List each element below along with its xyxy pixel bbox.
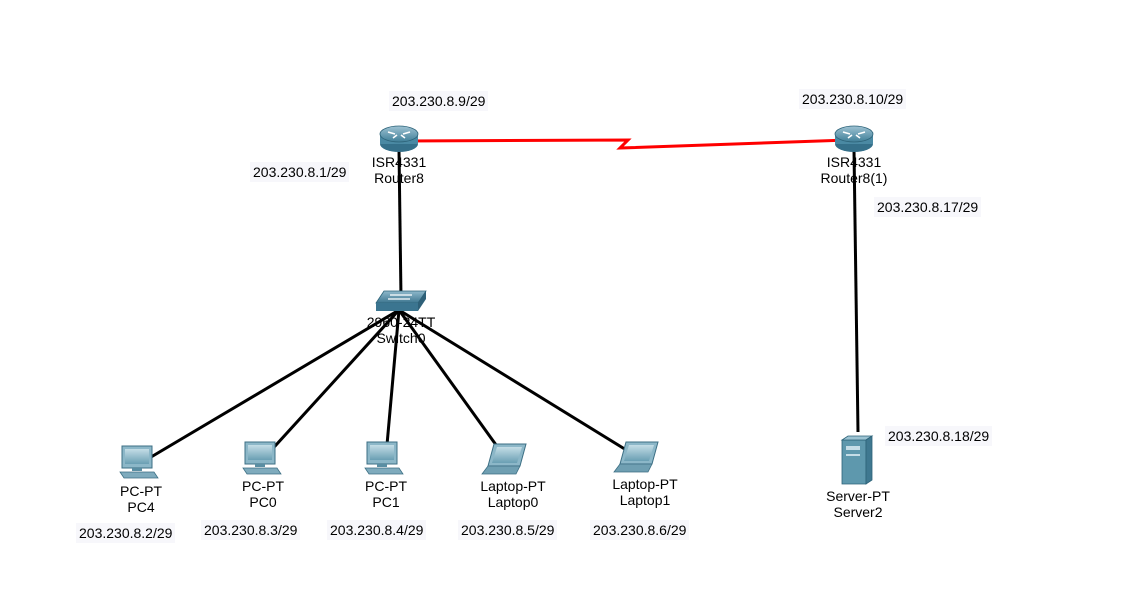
pc4-ip: 203.230.8.2/29: [76, 523, 176, 543]
pc0-label: PC-PT PC0: [242, 478, 284, 510]
server2-model: Server-PT: [826, 488, 890, 504]
router8-label: ISR4331 Router8: [372, 154, 426, 186]
laptop0-ip: 203.230.8.5/29: [458, 520, 558, 540]
serial-link-router8-router8-1[interactable]: [402, 138, 849, 150]
server2-name: Server2: [833, 504, 883, 520]
switch0-label: 2960-24TT Switch0: [367, 314, 435, 346]
laptop1-label: Laptop-PT Laptop1: [612, 476, 677, 508]
router8-model: ISR4331: [371, 154, 427, 170]
router8-1-ip-bottom: 203.230.8.17/29: [874, 197, 982, 217]
pc1-ip: 203.230.8.4/29: [327, 520, 427, 540]
pc1-icon[interactable]: [364, 441, 404, 475]
link-switch0-pc0[interactable]: [264, 308, 401, 458]
pc0-ip: 203.230.8.3/29: [201, 520, 301, 540]
pc1-model: PC-PT: [365, 478, 407, 494]
link-switch0-pc1[interactable]: [384, 309, 401, 457]
pc4-model: PC-PT: [120, 483, 162, 499]
switch0-icon[interactable]: [375, 290, 427, 311]
router8-icon[interactable]: [379, 125, 419, 152]
server2-icon[interactable]: [840, 435, 874, 485]
laptop0-label: Laptop-PT Laptop0: [480, 478, 545, 510]
switch0-name: Switch0: [376, 330, 426, 346]
pc1-label: PC-PT PC1: [365, 478, 407, 510]
router8-1-icon[interactable]: [834, 125, 874, 152]
pc1-name: PC1: [372, 494, 400, 510]
router8-name: Router8: [374, 170, 424, 186]
link-router8-switch0[interactable]: [397, 149, 403, 299]
laptop1-ip: 203.230.8.6/29: [590, 520, 690, 540]
server2-ip: 203.230.8.18/29: [885, 426, 993, 446]
links: [145, 138, 860, 462]
router8-1-ip-top: 203.230.8.10/29: [799, 89, 907, 109]
link-switch0-laptop1[interactable]: [398, 308, 637, 458]
pc0-name: PC0: [249, 494, 277, 510]
laptop0-icon[interactable]: [481, 443, 527, 475]
pc4-name: PC4: [127, 499, 155, 515]
server2-label: Server-PT Server2: [826, 488, 890, 520]
laptop0-model: Laptop-PT: [480, 478, 546, 494]
router8-ip-left: 203.230.8.1/29: [250, 162, 350, 182]
laptop1-name: Laptop1: [619, 492, 671, 508]
link-switch0-pc4[interactable]: [145, 308, 400, 462]
pc0-icon[interactable]: [242, 441, 282, 475]
link-switch0-laptop0[interactable]: [397, 309, 506, 457]
link-router8-1-server2[interactable]: [852, 149, 860, 433]
pc4-icon[interactable]: [119, 445, 159, 479]
pc0-model: PC-PT: [242, 478, 284, 494]
laptop1-model: Laptop-PT: [612, 476, 678, 492]
pc4-label: PC-PT PC4: [120, 483, 162, 515]
router8-1-name: Router8(1): [820, 170, 888, 186]
laptop0-name: Laptop0: [487, 494, 539, 510]
router8-1-label: ISR4331 Router8(1): [821, 154, 888, 186]
router8-1-model: ISR4331: [826, 154, 882, 170]
switch0-model: 2960-24TT: [366, 314, 436, 330]
laptop1-icon[interactable]: [613, 441, 659, 473]
router8-ip-top: 203.230.8.9/29: [389, 91, 489, 111]
